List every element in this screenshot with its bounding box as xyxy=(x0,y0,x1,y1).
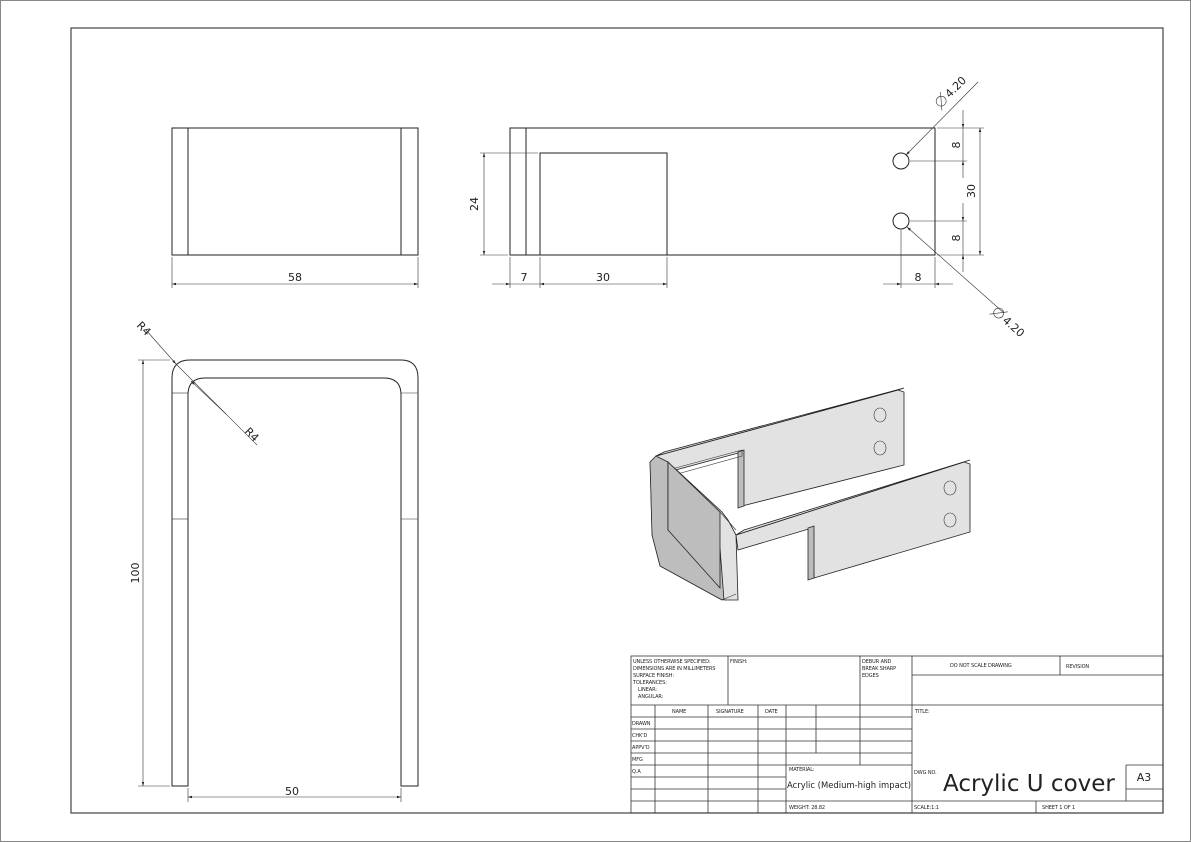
dim-7: 7 xyxy=(521,271,528,284)
dim-8-bottom: 8 xyxy=(915,271,922,284)
note-line-1: UNLESS OTHERWISE SPECIFIED: xyxy=(633,659,711,665)
note-line-2: DIMENSIONS ARE IN MILLIMETERS xyxy=(633,666,715,672)
row-drawn: DRAWN xyxy=(632,721,651,727)
finish-label: FINISH: xyxy=(730,659,748,665)
sheet-number: SHEET 1 OF 1 xyxy=(1042,805,1075,811)
col-date: DATE xyxy=(765,709,778,715)
hole-top-dim: 4.20 xyxy=(943,74,970,101)
row-mfg: MFG xyxy=(632,757,643,763)
sheet-size: A3 xyxy=(1137,771,1152,784)
scale: SCALE:1:1 xyxy=(914,805,939,811)
row-qa: Q.A xyxy=(632,769,641,775)
revision-label: REVISION xyxy=(1066,664,1089,670)
top-height-dim: 100 xyxy=(129,563,142,584)
note-line-3: SURFACE FINISH: xyxy=(633,673,674,679)
dim-30-right: 30 xyxy=(965,184,978,198)
material-value: Acrylic (Medium-high impact) xyxy=(787,781,911,791)
hole-top xyxy=(892,152,910,170)
note-line-6: ANGULAR: xyxy=(638,694,664,700)
deburr-line-2: BREAK SHARP xyxy=(862,666,896,672)
row-approved: APPV'D xyxy=(632,745,650,751)
dim-8-top: 8 xyxy=(950,142,963,149)
front-view: 58 xyxy=(171,127,419,288)
col-name: NAME xyxy=(672,709,686,715)
side-height-dim: 24 xyxy=(468,197,481,211)
front-width-dim: 58 xyxy=(288,271,302,284)
radius-inner: R4 xyxy=(242,425,262,445)
title-label: TITLE: xyxy=(914,709,930,715)
weight: WEIGHT: 28.82 xyxy=(789,805,825,811)
deburr-line-1: DEBUR AND xyxy=(862,659,892,665)
note-line-4: TOLERANCES: xyxy=(632,680,667,686)
note-line-5: LINEAR: xyxy=(638,687,657,693)
hole-bottom-dim: 4.20 xyxy=(1000,314,1027,340)
title-block: UNLESS OTHERWISE SPECIFIED: DIMENSIONS A… xyxy=(630,655,1164,814)
dim-8-lower: 8 xyxy=(950,235,963,242)
deburr-line-3: EDGES xyxy=(862,673,879,679)
top-width-dim: 50 xyxy=(285,785,299,798)
top-view: R4 R4 100 50 xyxy=(129,319,419,802)
dim-30-bottom: 30 xyxy=(596,271,610,284)
do-not-scale: DO NOT SCALE DRAWING xyxy=(950,663,1012,669)
material-label: MATERIAL: xyxy=(789,767,815,773)
side-view: 24 7 30 8 8 8 30 xyxy=(468,74,1027,340)
drawing-title: Acrylic U cover xyxy=(943,771,1115,797)
dwg-no-label: DWG NO. xyxy=(914,770,937,776)
isometric-view xyxy=(649,387,971,601)
row-checked: CHK'D xyxy=(632,733,648,739)
col-signature: SIGNATURE xyxy=(716,709,744,715)
hole-bottom xyxy=(892,212,910,230)
drawing-frame xyxy=(70,27,1164,814)
